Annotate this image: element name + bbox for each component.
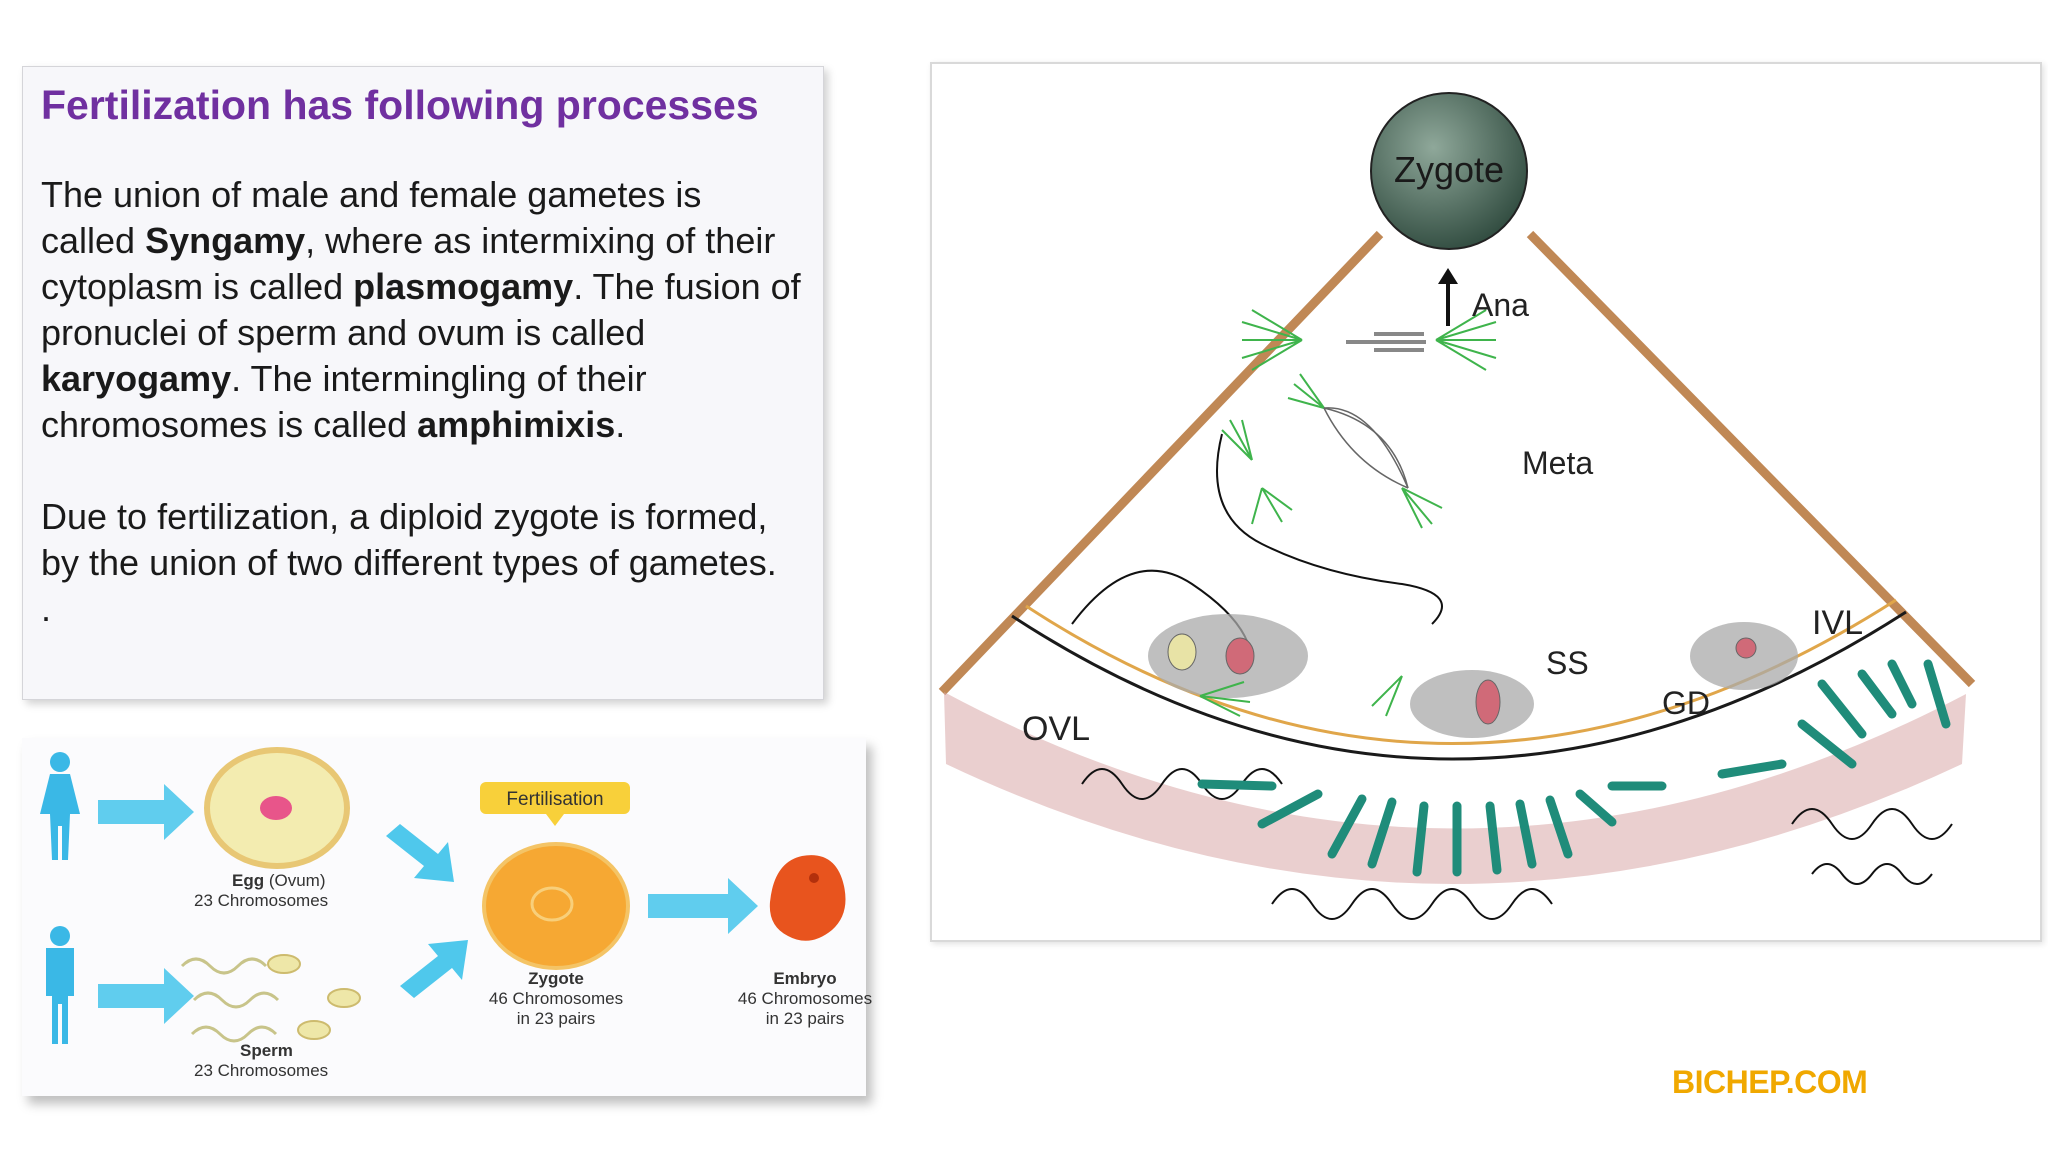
egg-title: Egg (Ovum) [232, 871, 326, 890]
arrow-to-sperm [98, 968, 194, 1024]
trailing-dot: . [41, 588, 52, 630]
ana-chromosomes [1346, 332, 1426, 352]
oocyte-center [1410, 670, 1534, 738]
embryo-line2: in 23 pairs [766, 1009, 844, 1028]
meta-label: Meta [1522, 445, 1593, 481]
asters [1199, 309, 1497, 717]
paragraph-text: The union of male and female gametes is … [41, 174, 702, 262]
arrow-egg-to-zygote [386, 824, 454, 882]
fertilisation-banner: Fertilisation [480, 782, 630, 826]
fertilisation-flow-figure: Egg (Ovum) 23 Chromosomes Sperm 23 Chrom… [22, 738, 872, 1096]
brand-watermark: BICHEP.COM [1672, 1064, 1868, 1100]
paragraph-text: . The intermingling of their chromosomes… [41, 358, 647, 446]
meta-spindle [1323, 407, 1409, 489]
paragraph-text: . The fusion of pronuclei of sperm and o… [41, 266, 801, 354]
fertilization-diagram: Zygote Ana Meta SS GD IVL OVL [930, 62, 2042, 942]
sperm-chromosomes: 23 Chromosomes [194, 1061, 328, 1080]
egg-cell [204, 747, 350, 869]
fertilisation-flow-svg: Egg (Ovum) 23 Chromosomes Sperm 23 Chrom… [40, 747, 872, 1080]
sperm-rods [1197, 659, 1951, 877]
ivl-label: IVL [1812, 604, 1863, 642]
pronucleus-male [1167, 633, 1197, 671]
arrow-to-embryo [648, 878, 758, 934]
cone-right-edge [1526, 230, 1976, 688]
embryo-line1: 46 Chromosomes [738, 989, 872, 1008]
ovl-tissue-band [944, 692, 1966, 884]
paragraph-text: . [615, 404, 626, 446]
zygote-cell [482, 842, 630, 970]
gd-label: GD [1662, 685, 1710, 721]
zygote-line2: in 23 pairs [517, 1009, 595, 1028]
arrow-to-egg [98, 784, 194, 840]
syngamy-paragraph: The union of male and female gametes is … [41, 172, 805, 448]
female-symbol-dot [1735, 637, 1757, 659]
zygote-line1: 46 Chromosomes [489, 989, 623, 1008]
bold-term: karyogamy [41, 358, 232, 400]
text-card: Fertilization has following processes Th… [22, 66, 824, 700]
zygote-sphere [1370, 92, 1528, 250]
embryo [769, 855, 846, 941]
male-icon [46, 926, 74, 1044]
sperm-cells [180, 954, 361, 1043]
cone-left-edge [938, 230, 1384, 696]
pronucleus-female [1225, 637, 1255, 675]
card-title: Fertilization has following processes [41, 82, 759, 128]
female-icon [40, 752, 80, 860]
bold-term: amphimixis [417, 404, 616, 446]
fertilisation-label: Fertilisation [506, 789, 603, 810]
membrane-outer-arc [1011, 610, 1907, 761]
bold-term: plasmogamy [353, 266, 574, 308]
ana-label: Ana [1472, 287, 1529, 323]
paragraph-text: , where as intermixing of their cytoplas… [41, 220, 776, 308]
arrow-sperm-to-zygote [400, 940, 468, 998]
zygote-title: Zygote [528, 969, 584, 988]
zygote-paragraph: Due to fertilization, a diploid zygote i… [41, 496, 777, 584]
ss-label: SS [1546, 645, 1589, 681]
embryo-title: Embryo [773, 969, 836, 988]
fertilization-diagram-svg: Zygote Ana Meta SS GD IVL OVL [938, 92, 1976, 920]
ovl-label: OVL [1022, 710, 1090, 748]
pronucleus-center [1475, 679, 1501, 725]
bold-term: Syngamy [145, 220, 306, 262]
zygote-label: Zygote [1394, 149, 1504, 190]
egg-chromosomes: 23 Chromosomes [194, 891, 328, 910]
sperm-title: Sperm [240, 1041, 293, 1060]
